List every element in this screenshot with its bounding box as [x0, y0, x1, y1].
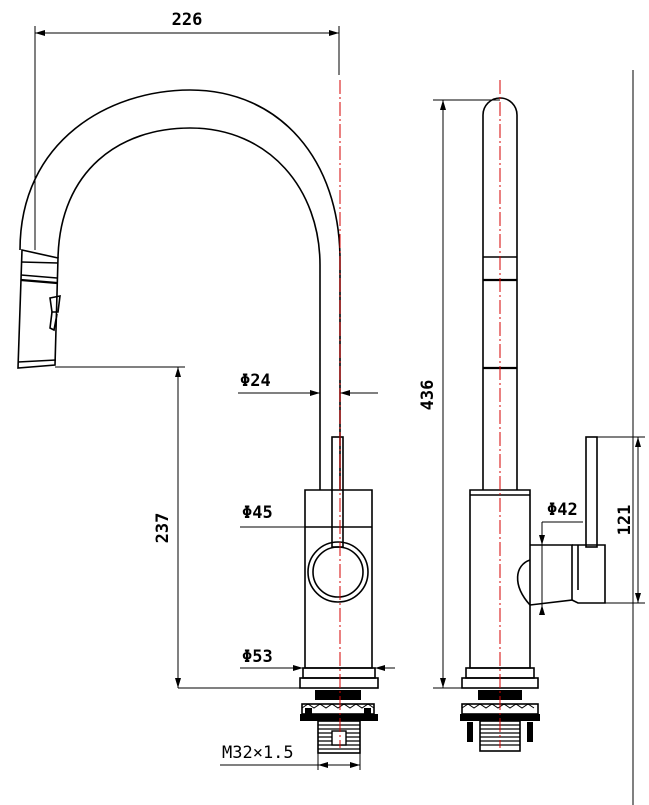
spout-diameter-dimension: Φ24 [238, 371, 378, 396]
front-view: 226 237 [17, 10, 395, 770]
spray-head [17, 249, 61, 369]
thread-dimension: M32×1.5 [220, 743, 361, 770]
body-diameter-label: Φ45 [242, 503, 273, 523]
spout-gooseneck [19, 89, 341, 490]
total-height-label: 436 [418, 380, 438, 411]
total-height-dimension: 436 [418, 99, 500, 689]
handle-side-view [529, 436, 606, 606]
base-diameter-label: Φ53 [242, 647, 273, 667]
spout-height-dimension: 237 [55, 366, 305, 689]
overall-width-dimension: 226 [34, 10, 340, 250]
overall-width-label: 226 [172, 10, 203, 30]
thread-label: M32×1.5 [222, 743, 294, 763]
body-diameter-dimension: Φ45 [240, 503, 305, 528]
handle-diameter-dimension: Φ42 [539, 500, 583, 615]
handle-height-dimension: 121 [597, 436, 645, 604]
spout-height-label: 237 [153, 513, 173, 544]
mounting-nut-front [300, 690, 378, 754]
base-diameter-dimension: Φ53 [240, 647, 395, 671]
handle-diameter-label: Φ42 [547, 500, 578, 520]
handle-height-label: 121 [615, 505, 635, 536]
side-view: 436 Φ42 [418, 80, 645, 752]
faucet-body-front [304, 489, 373, 669]
spout-diameter-label: Φ24 [240, 371, 271, 391]
faucet-base-front [299, 667, 379, 689]
handle-lever-front [331, 436, 344, 548]
